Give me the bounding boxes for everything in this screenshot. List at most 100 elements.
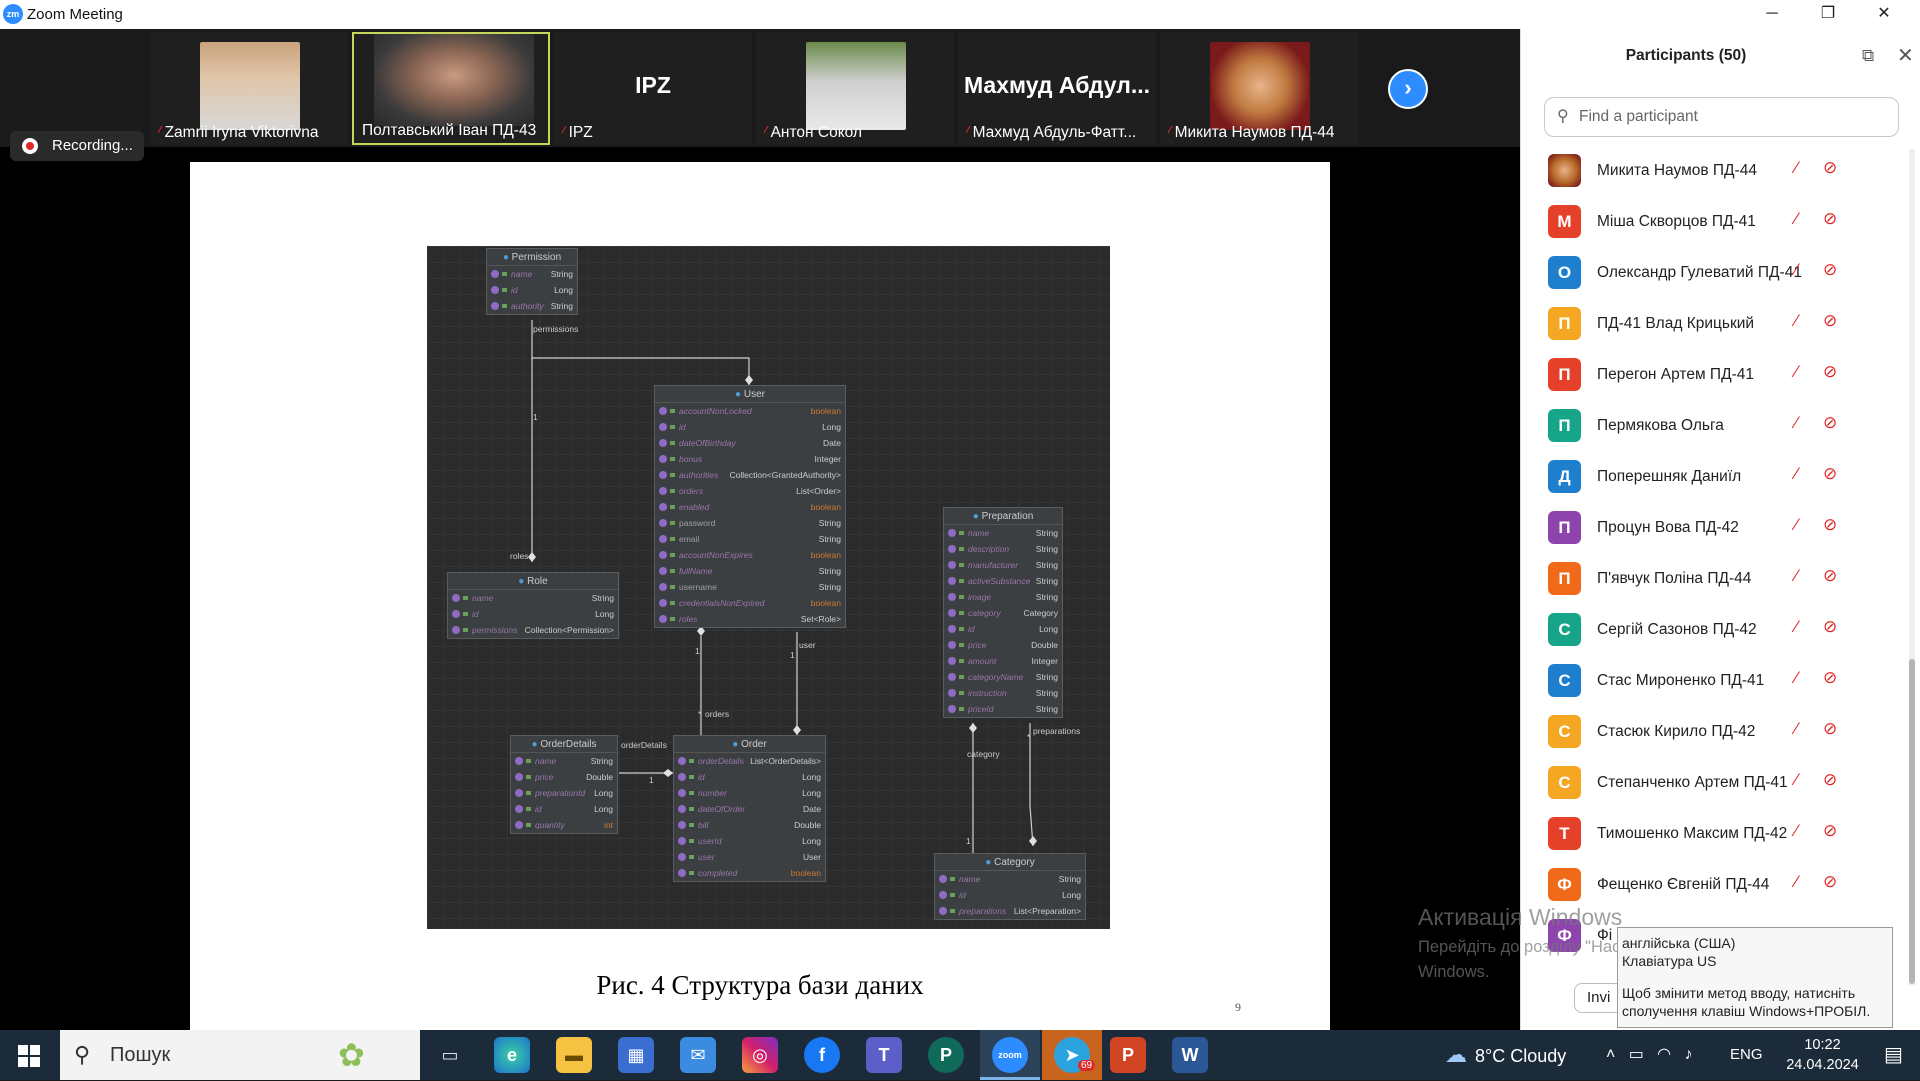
mic-muted-icon[interactable]: ⁄	[1795, 515, 1798, 534]
avatar: Т	[1548, 817, 1581, 850]
video-off-icon[interactable]: ⊘	[1823, 872, 1838, 891]
scrollbar-thumb[interactable]	[1909, 659, 1915, 984]
system-tray[interactable]: ˄ ▭ ◠ ♪	[1606, 1030, 1692, 1080]
video-off-icon[interactable]: ⊘	[1823, 566, 1838, 585]
video-off-icon[interactable]: ⊘	[1823, 668, 1838, 687]
avatar: П	[1548, 358, 1581, 391]
battery-icon[interactable]: ▭	[1628, 1046, 1644, 1063]
instagram-icon[interactable]: ◎	[742, 1037, 778, 1073]
video-off-icon[interactable]: ⊘	[1823, 260, 1838, 279]
start-button[interactable]	[18, 1045, 40, 1067]
store-icon[interactable]: ▦	[618, 1037, 654, 1073]
video-off-icon[interactable]: ⊘	[1823, 311, 1838, 330]
mic-muted-icon[interactable]: ⁄	[1795, 464, 1798, 483]
avatar: П	[1548, 562, 1581, 595]
mic-muted-icon[interactable]: ⁄	[1795, 668, 1798, 687]
video-tile[interactable]: Махмуд Абдул... ⁄Махмуд Абдуль-Фатт...	[958, 32, 1156, 145]
video-off-icon[interactable]: ⊘	[1823, 515, 1838, 534]
speaker-icon[interactable]: ♪	[1684, 1046, 1693, 1063]
video-off-icon[interactable]: ⊘	[1823, 770, 1838, 789]
edge-icon[interactable]: e	[494, 1037, 530, 1073]
teams-icon[interactable]: T	[866, 1037, 902, 1073]
recording-indicator[interactable]: Recording...	[10, 131, 144, 161]
taskbar-zoom[interactable]: zoom	[980, 1030, 1040, 1080]
mic-muted-icon[interactable]: ⁄	[1795, 158, 1798, 177]
wifi-icon[interactable]: ◠	[1657, 1046, 1672, 1063]
mic-muted-icon[interactable]: ⁄	[1795, 617, 1798, 636]
video-tile[interactable]: ⁄Микита Наумов ПД-44	[1160, 32, 1358, 145]
clock[interactable]: 10:22 24.04.2024	[1775, 1035, 1870, 1075]
taskbar-telegram[interactable]: ➤ 69	[1042, 1030, 1102, 1080]
popout-icon[interactable]: ⧉	[1862, 46, 1875, 65]
mic-muted-icon[interactable]: ⁄	[1795, 260, 1798, 279]
word-icon[interactable]: W	[1172, 1037, 1208, 1073]
video-off-icon[interactable]: ⊘	[1823, 617, 1838, 636]
video-tile-active-speaker[interactable]: Полтавський Іван ПД-43	[352, 32, 550, 145]
close-panel-icon[interactable]: ✕	[1897, 45, 1914, 67]
tooltip-hint: сполучення клавіш Windows+ПРОБІЛ.	[1622, 1003, 1871, 1019]
erd-diagram: permissions roles user orders orderDetai…	[427, 246, 1110, 929]
video-off-icon[interactable]: ⊘	[1823, 158, 1838, 177]
mic-muted-icon[interactable]: ⁄	[1795, 362, 1798, 381]
video-tile[interactable]: ⁄Антон Сокол	[756, 32, 954, 145]
video-off-icon[interactable]: ⊘	[1823, 209, 1838, 228]
video-off-icon[interactable]: ⊘	[1823, 362, 1838, 381]
file-explorer-icon[interactable]: ▬	[556, 1037, 592, 1073]
video-tile[interactable]: ⁄Zamrii Iryna Viktorivna	[150, 32, 348, 145]
video-off-icon[interactable]: ⊘	[1823, 464, 1838, 483]
video-off-icon[interactable]: ⊘	[1823, 821, 1838, 840]
facebook-icon[interactable]: f	[804, 1037, 840, 1073]
mic-muted-icon[interactable]: ⁄	[1795, 770, 1798, 789]
mic-muted-icon[interactable]: ⁄	[1795, 413, 1798, 432]
close-window-icon[interactable]: ✕	[1877, 5, 1891, 22]
mic-muted-icon[interactable]: ⁄	[1795, 872, 1798, 891]
next-page-button[interactable]: ›	[1388, 69, 1428, 109]
video-off-icon[interactable]: ⊘	[1823, 719, 1838, 738]
weather-widget[interactable]: ☁8°C Cloudy	[1445, 1030, 1566, 1080]
mic-muted-icon[interactable]: ⁄	[1795, 719, 1798, 738]
powerpoint-icon[interactable]: P	[1110, 1037, 1146, 1073]
participant-name: Фі	[1597, 927, 1613, 944]
mic-muted-icon[interactable]: ⁄	[1795, 209, 1798, 228]
video-tile[interactable]: IPZ ⁄IPZ	[554, 32, 752, 145]
mic-muted-icon[interactable]: ⁄	[1795, 566, 1798, 585]
participant-name: Міша Скворцов ПД-41	[1597, 213, 1756, 230]
notification-icon[interactable]: ▤	[1884, 1044, 1903, 1066]
participant-row[interactable]: Микита Наумов ПД-44⁄⊘	[1521, 146, 1920, 197]
language-indicator[interactable]: ENG	[1730, 1046, 1763, 1063]
mic-muted-icon[interactable]: ⁄	[1795, 821, 1798, 840]
restore-icon[interactable]: ❐	[1820, 5, 1836, 22]
participant-name: Поперешняк Даниїл	[1597, 468, 1742, 485]
task-view-icon[interactable]: ▭	[441, 1045, 459, 1065]
entity-title: Permission	[487, 249, 577, 266]
video-off-icon[interactable]: ⊘	[1823, 413, 1838, 432]
participant-search-input[interactable]: ⚲ Find a participant	[1544, 97, 1899, 137]
mic-muted-icon[interactable]: ⁄	[1795, 311, 1798, 330]
chevron-up-icon[interactable]: ˄	[1606, 1046, 1616, 1063]
scrollbar-track[interactable]	[1909, 149, 1915, 985]
mail-icon[interactable]: ✉	[680, 1037, 716, 1073]
pearson-icon[interactable]: P	[928, 1037, 964, 1073]
minimize-icon[interactable]: ─	[1766, 5, 1778, 22]
field-type: String	[818, 518, 841, 528]
taskbar-search[interactable]: ⚲ Пошук ✿	[60, 1030, 420, 1080]
